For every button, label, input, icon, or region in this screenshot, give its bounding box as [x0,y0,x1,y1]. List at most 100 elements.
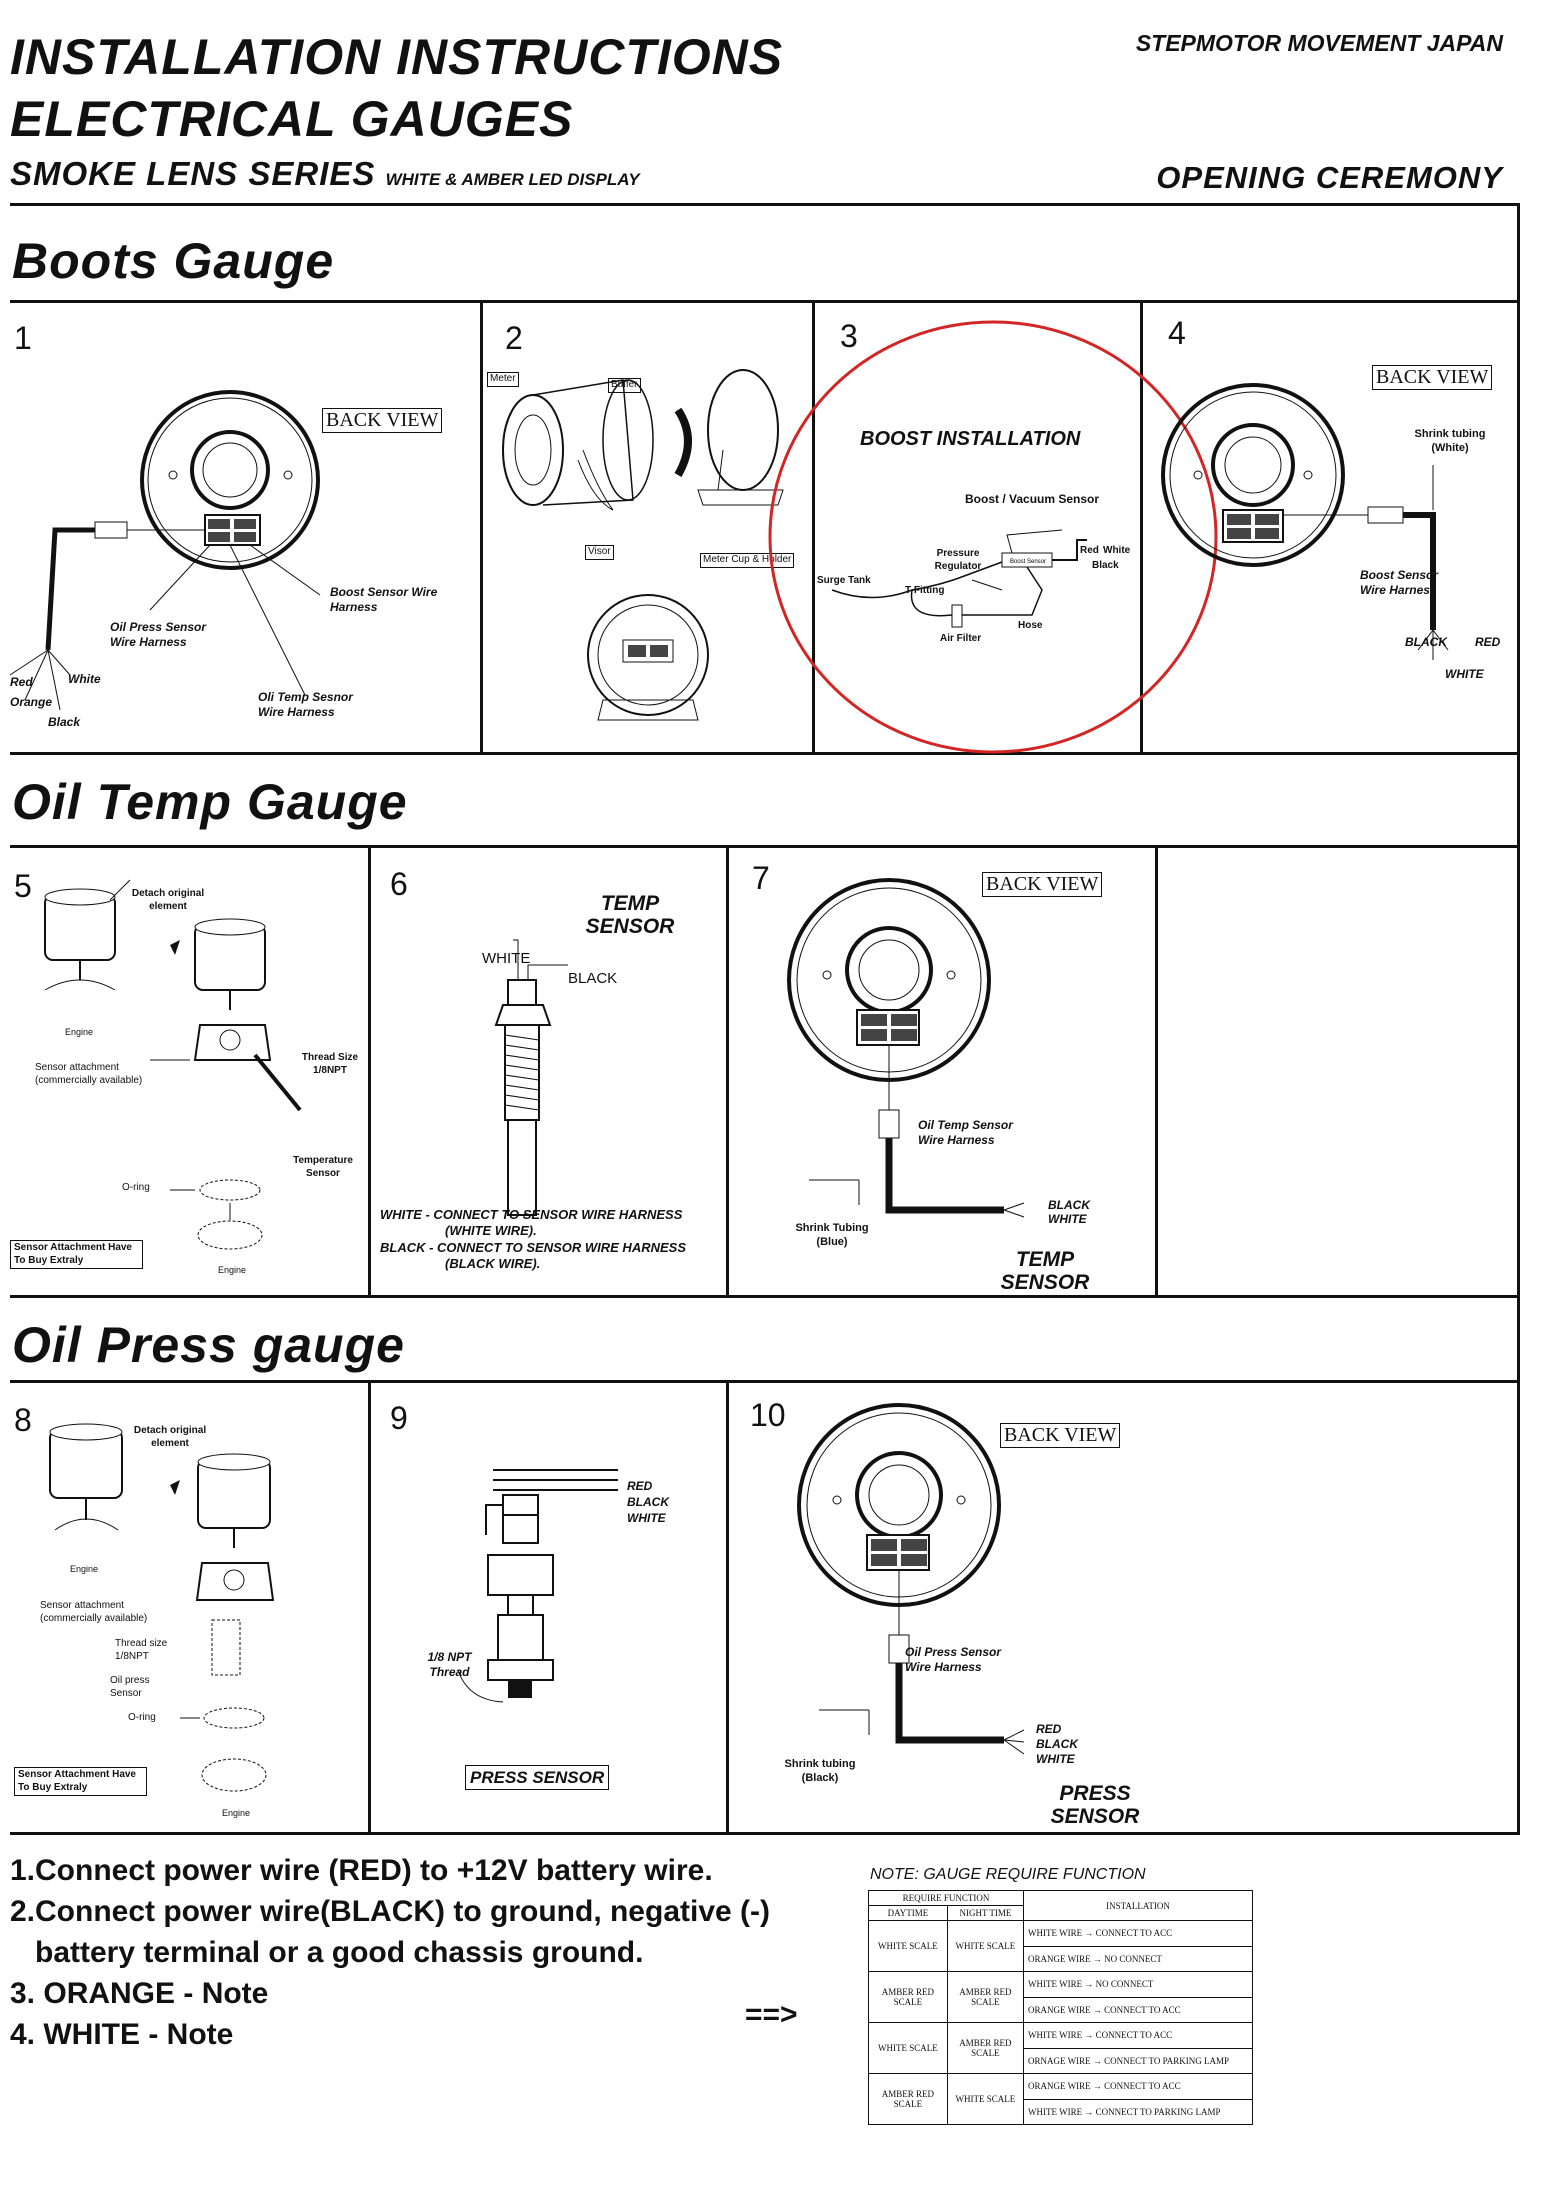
npt-thread-label: 1/8 NPT Thread [427,1650,472,1679]
panel-number: 4 [1168,315,1186,351]
o-ring-label: O-ring [122,1182,150,1193]
hdr-daytime: DAYTIME [868,1905,948,1921]
wire-black-label: Black [48,715,81,729]
black-connect-note: BLACK - CONNECT TO SENSOR WIRE HARNESS [380,1240,686,1255]
temp-sensor-label: Temperature Sensor [293,1155,353,1179]
back-view-label: BACK VIEW [982,872,1103,897]
white-connect-note-b: (WHITE WIRE). [445,1223,537,1238]
panel-number: 10 [750,1397,786,1433]
back-view-label: BACK VIEW [1000,1423,1121,1448]
boost-sensor-box-label: Boost Sensor [1010,559,1046,565]
hdr-night: NIGHT TIME [946,1905,1025,1921]
wire-red-label: Red [10,675,33,689]
divider [10,845,1520,848]
cell-install: ORANGE WIRE → CONNECT TO ACC [1023,1996,1253,2023]
cell-install: WHITE WIRE → CONNECT TO PARKING LAMP [1023,2098,1253,2125]
title-line1: INSTALLATION INSTRUCTIONS [10,29,784,85]
cell-install: WHITE WIRE → CONNECT TO ACC [1023,1920,1253,1947]
wire-red-label: RED [1036,1722,1062,1736]
buffer-label: Buffer [608,378,641,393]
step-4: 4. WHITE - Note [10,2018,234,2051]
hose-label: Hose [1018,620,1043,631]
visor-label: Visor [585,545,614,560]
attachment-label: Sensor attachment (commercially availabl… [40,1600,148,1624]
oil-press-label: Oil Press Sensor Wire Harness [110,620,207,649]
note-table-title: NOTE: GAUGE REQUIRE FUNCTION [870,1866,1146,1883]
t-fitting-label: T-Fitting [905,585,945,596]
instruction-frame [10,203,1520,1835]
title-line3-main: SMOKE LENS SERIES [10,155,376,192]
boost-sensor-label: Boost Sensor Wire Harness [1360,568,1439,597]
divider [726,845,729,1295]
attachment-label: Sensor attachment (commercially availabl… [35,1062,143,1086]
cell-day: WHITE SCALE [868,1920,948,1972]
brand-text: STEPMOTOR MOVEMENT JAPAN [1135,30,1503,56]
panel-number: 3 [840,318,858,354]
sensor-attachment-diagram [44,879,302,1250]
oil-press-sensor-label: Oil press Sensor [110,1675,150,1699]
panel-number: 2 [505,320,523,356]
meter-label: Meter [487,372,519,387]
oil-temp-harness-label: Oil Temp Sensor Wire Harness [918,1118,1013,1147]
wire-black-label: BLACK [1405,635,1447,649]
panel-number: 9 [390,1400,408,1436]
hdr-require: REQUIRE FUNCTION [868,1890,1024,1906]
gauge-back-diagram [1161,383,1449,660]
buy-note-label: Sensor Attachment Have To Buy Extraly [10,1240,143,1269]
section-title-oilpress: Oil Press gauge [12,1317,405,1373]
title-line3: SMOKE LENS SERIES WHITE & AMBER LED DISP… [10,155,640,193]
cell-install: WHITE WIRE → NO CONNECT [1023,1971,1253,1998]
oil-temp-label: Oli Temp Sesnor Wire Harness [258,690,353,719]
panel-number: 6 [390,866,408,902]
back-view-label: BACK VIEW [1372,365,1493,390]
divider [480,300,483,752]
wire-white-label: WHITE [1036,1752,1075,1766]
wire-orange-label: Orange [10,695,53,709]
cell-night: WHITE SCALE [946,2073,1025,2125]
sensor-attachment-diagram [49,1423,275,1792]
wire-white-label: WHITE [627,1511,666,1525]
engine-label: Engine [222,1808,251,1818]
black-connect-note-b: (BLACK WIRE). [445,1256,541,1271]
temp-sensor-title: TEMP SENSOR [585,892,675,939]
engine-label: Engine [70,1564,99,1574]
wire-black-label: BLACK [1036,1737,1078,1751]
step-3: 3. ORANGE - Note [10,1977,269,2010]
gauge-back-diagram [797,1403,1025,1755]
temp-sensor-caption: TEMP SENSOR [1000,1248,1090,1295]
panel-number: 7 [752,860,770,896]
buy-note-label: Sensor Attachment Have To Buy Extraly [14,1767,147,1796]
wire-red-label: RED [627,1479,653,1493]
white-connect-note: WHITE - CONNECT TO SENSOR WIRE HARNESS [380,1207,683,1222]
cell-day: WHITE SCALE [868,2022,948,2074]
divider [10,752,1520,755]
step-2: 2.Connect power wire(BLACK) to ground, n… [10,1895,771,1928]
boost-installation-diagram: Boost Sensor [831,529,1087,628]
cell-install: ORANGE WIRE → CONNECT TO ACC [1023,2073,1253,2100]
engine-label: Engine [65,1027,94,1037]
section-title-oiltemp: Oil Temp Gauge [12,774,408,830]
title-line2: ELECTRICAL GAUGES [10,91,574,147]
sensor-label: Boost / Vacuum Sensor [965,492,1100,506]
back-view-label: BACK VIEW [322,408,443,433]
wire-black-label: BLACK [568,970,618,987]
cell-install: ORNAGE WIRE → CONNECT TO PARKING LAMP [1023,2047,1253,2074]
divider [10,1295,1520,1298]
press-sensor-caption: PRESS SENSOR [1050,1782,1140,1829]
wire-white-label: WHITE [1445,667,1484,681]
wiring-steps: 1.Connect power wire (RED) to +12V batte… [10,1850,770,2055]
gauge-back-diagram [9,390,321,711]
wire-white-label: White [1103,545,1131,556]
tagline-text: OPENING CEREMONY [1156,160,1503,195]
divider [726,1380,729,1835]
cell-install: ORANGE WIRE → NO CONNECT [1023,1945,1253,1972]
divider [10,1380,1520,1383]
panel-number: 1 [14,320,32,356]
divider [10,300,1520,303]
oil-press-harness-label: Oil Press Sensor Wire Harness [905,1645,1002,1674]
thread-size-label: Thread size 1/8NPT [115,1638,168,1662]
wire-black-label: BLACK [627,1495,669,1509]
panel-number: 5 [14,868,32,904]
title-line3-sub: WHITE & AMBER LED DISPLAY [385,170,640,189]
wire-black-label: Black [1092,560,1119,571]
